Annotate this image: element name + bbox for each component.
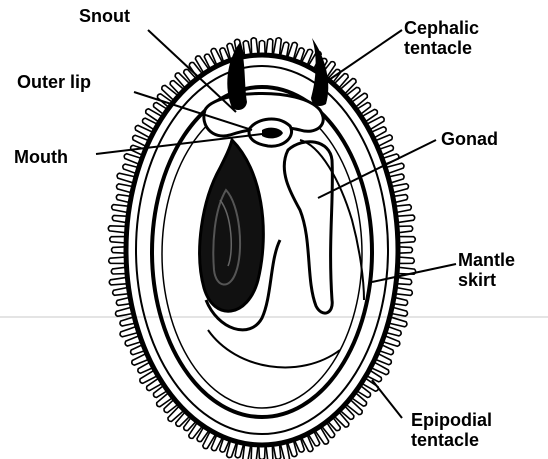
- cephalic-tentacle-leader: [320, 30, 402, 86]
- epipodial-tentacle-label: Epipodial tentacle: [411, 410, 492, 450]
- cephalic-tentacle-label: Cephalic tentacle: [404, 18, 479, 58]
- outer-lip-label: Outer lip: [17, 72, 91, 92]
- mantle-skirt-leader: [372, 264, 456, 282]
- snout-label: Snout: [79, 6, 130, 26]
- inner-curve: [208, 330, 340, 367]
- epipodial-tentacle-leader: [372, 380, 402, 418]
- epipodial-tentacle-label-line2: tentacle: [411, 430, 492, 450]
- mantle-skirt-label: Mantle skirt: [458, 250, 515, 290]
- cephalic-tentacle-label-line2: tentacle: [404, 38, 479, 58]
- cephalic-tentacle-label-line1: Cephalic: [404, 18, 479, 38]
- gonad-outline: [284, 142, 332, 313]
- gut-coil: [200, 140, 264, 311]
- mantle-skirt-label-line2: skirt: [458, 270, 515, 290]
- epipodial-tentacle-label-line1: Epipodial: [411, 410, 492, 430]
- mouth-label: Mouth: [14, 147, 68, 167]
- gonad-label: Gonad: [441, 129, 498, 149]
- mantle-skirt-label-line1: Mantle: [458, 250, 515, 270]
